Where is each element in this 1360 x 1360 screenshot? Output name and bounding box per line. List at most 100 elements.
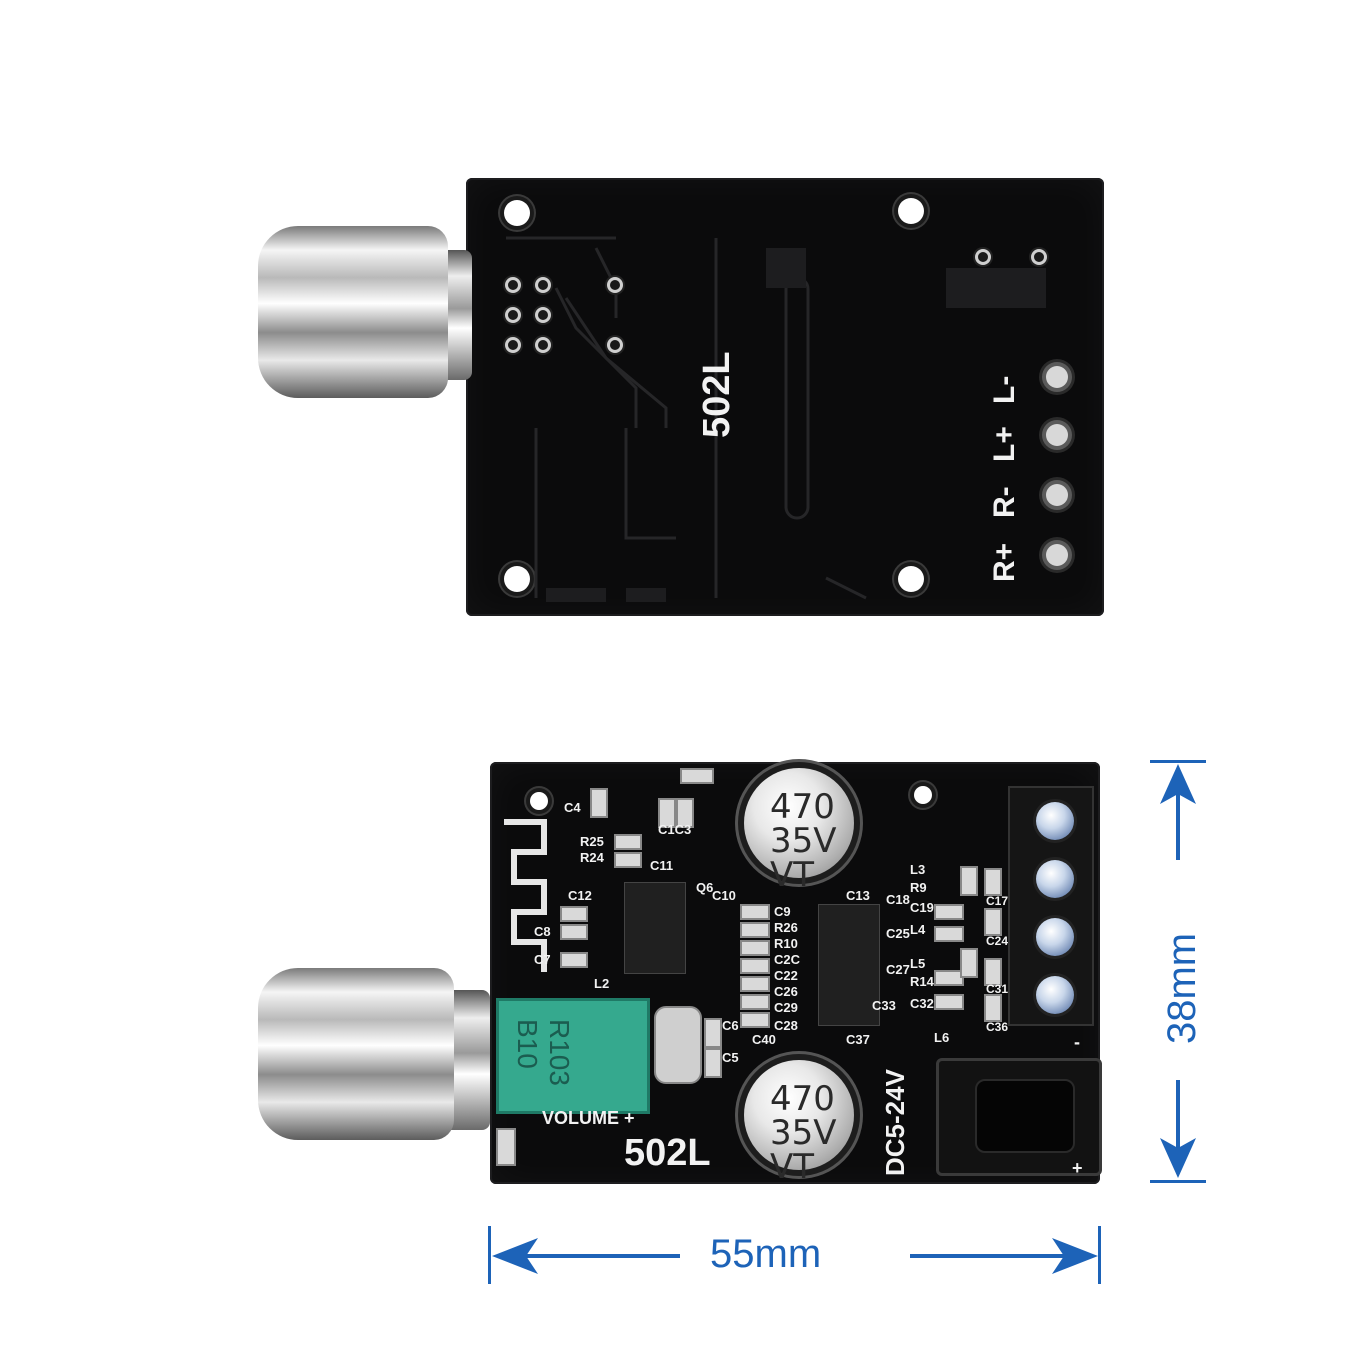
label-c40: C40 (752, 1032, 776, 1047)
label-c5: C5 (722, 1050, 739, 1065)
label-c8: C8 (534, 924, 551, 939)
smd-part (984, 868, 1002, 896)
smd-part (934, 904, 964, 920)
cap-top-series: VT (770, 855, 815, 895)
label-c28: C28 (774, 1018, 798, 1033)
label-c6: C6 (722, 1018, 739, 1033)
label-l2: L2 (594, 976, 610, 991)
label-l3: L3 (910, 862, 926, 877)
voltage-label: DC5-24V (880, 1069, 910, 1176)
height-dimension-line-lower (1176, 1080, 1180, 1160)
label-c9: C9 (774, 904, 791, 919)
dc-jack-socket (975, 1079, 1075, 1153)
label-q6: Q6 (696, 880, 714, 895)
height-dimension-top-tick (1150, 760, 1206, 763)
arrow-down-icon (1160, 1138, 1196, 1178)
pin-label-l-plus: L+ (988, 426, 1021, 462)
label-l4: L4 (910, 922, 926, 937)
output-pad (1046, 484, 1068, 506)
width-dimension-line-left (510, 1254, 680, 1258)
mount-hole (504, 566, 530, 592)
capacitor-top: 470 35V VT (744, 768, 854, 892)
pin-label-l-minus: L- (988, 375, 1021, 404)
label-c32: C32 (910, 996, 934, 1011)
antenna-trace (504, 819, 547, 972)
smd-part (984, 958, 1002, 986)
smd-part (614, 852, 642, 868)
width-dimension-line-right (910, 1254, 1080, 1258)
smd-part (704, 1048, 722, 1078)
smd-part (934, 970, 964, 986)
status-led (496, 1128, 516, 1166)
dc-power-jack[interactable] (936, 1058, 1102, 1176)
pot-code-label: R103 B10 (512, 1019, 575, 1086)
arrow-left-icon (492, 1238, 538, 1274)
label-c29: C29 (774, 1000, 798, 1015)
label-c27: C27 (886, 962, 910, 977)
mount-hole (914, 786, 932, 804)
smd-part (560, 906, 588, 922)
header-pin (508, 340, 518, 350)
label-c18: C18 (886, 892, 910, 907)
height-dimension-line-upper (1176, 780, 1180, 860)
smd-part (740, 976, 770, 992)
label-c19: C19 (910, 900, 934, 915)
board-model-label: 502L (696, 351, 738, 438)
volume-knob[interactable] (258, 226, 448, 398)
cap-bottom-voltage: 35V (770, 1113, 837, 1153)
pin-label-r-minus: R- (988, 486, 1021, 518)
cap-top-voltage: 35V (770, 821, 837, 861)
via (978, 252, 988, 262)
board-model-label: 502L (624, 1132, 711, 1174)
terminal-screw[interactable] (1036, 918, 1074, 956)
terminal-screw[interactable] (1036, 860, 1074, 898)
cap-top-value: 470 (770, 787, 835, 827)
cap-bottom-series: VT (770, 1147, 815, 1187)
minus-label: - (1074, 1032, 1080, 1052)
smd-part (740, 1012, 770, 1028)
header-pin (610, 340, 620, 350)
volume-potentiometer[interactable]: R103 B10 (496, 998, 650, 1114)
label-c37: C37 (846, 1032, 870, 1047)
plus-label: + (1072, 1158, 1083, 1178)
label-c22: C22 (774, 968, 798, 983)
smd-part (740, 958, 770, 974)
bottom-board-front: 470 35V VT 470 35V VT R103 B10 C4 C1C3 R… (490, 762, 1102, 1187)
terminal-screw[interactable] (1036, 976, 1074, 1014)
arrow-up-icon (1160, 764, 1196, 804)
smd-part (560, 924, 588, 940)
label-c33: C33 (872, 998, 896, 1013)
label-c17: C17 (986, 894, 1009, 908)
smd-part (740, 994, 770, 1010)
label-r24: R24 (580, 850, 604, 865)
mount-hole (898, 198, 924, 224)
output-pad (1046, 424, 1068, 446)
width-dimension-right-tick (1098, 1226, 1101, 1284)
header-pin (538, 280, 548, 290)
smd-part (590, 788, 608, 818)
header-pin (538, 340, 548, 350)
smd-part (740, 904, 770, 920)
smd-part (984, 908, 1002, 936)
speaker-terminal-block (1008, 786, 1094, 1026)
label-c24: C24 (986, 934, 1009, 948)
mount-hole (504, 200, 530, 226)
label-c7: C7 (534, 952, 551, 967)
height-dimension-bottom-tick (1150, 1180, 1206, 1183)
label-l6: L6 (934, 1030, 950, 1045)
smd-part (740, 940, 770, 956)
pcb-traces (506, 236, 1046, 602)
cap-bottom-value: 470 (770, 1079, 835, 1119)
top-board-back: 502L R+ R- L+ L- (466, 178, 1104, 616)
via (1034, 252, 1044, 262)
label-r9: R9 (910, 880, 927, 895)
terminal-screw[interactable] (1036, 802, 1074, 840)
smd-part (614, 834, 642, 850)
header-pin (508, 280, 518, 290)
volume-label: VOLUME + (542, 1108, 635, 1128)
volume-knob[interactable] (258, 968, 454, 1140)
height-dimension-label: 38mm (1160, 932, 1204, 1044)
crystal (654, 1006, 702, 1084)
mount-hole (898, 566, 924, 592)
smd-part (960, 948, 978, 978)
